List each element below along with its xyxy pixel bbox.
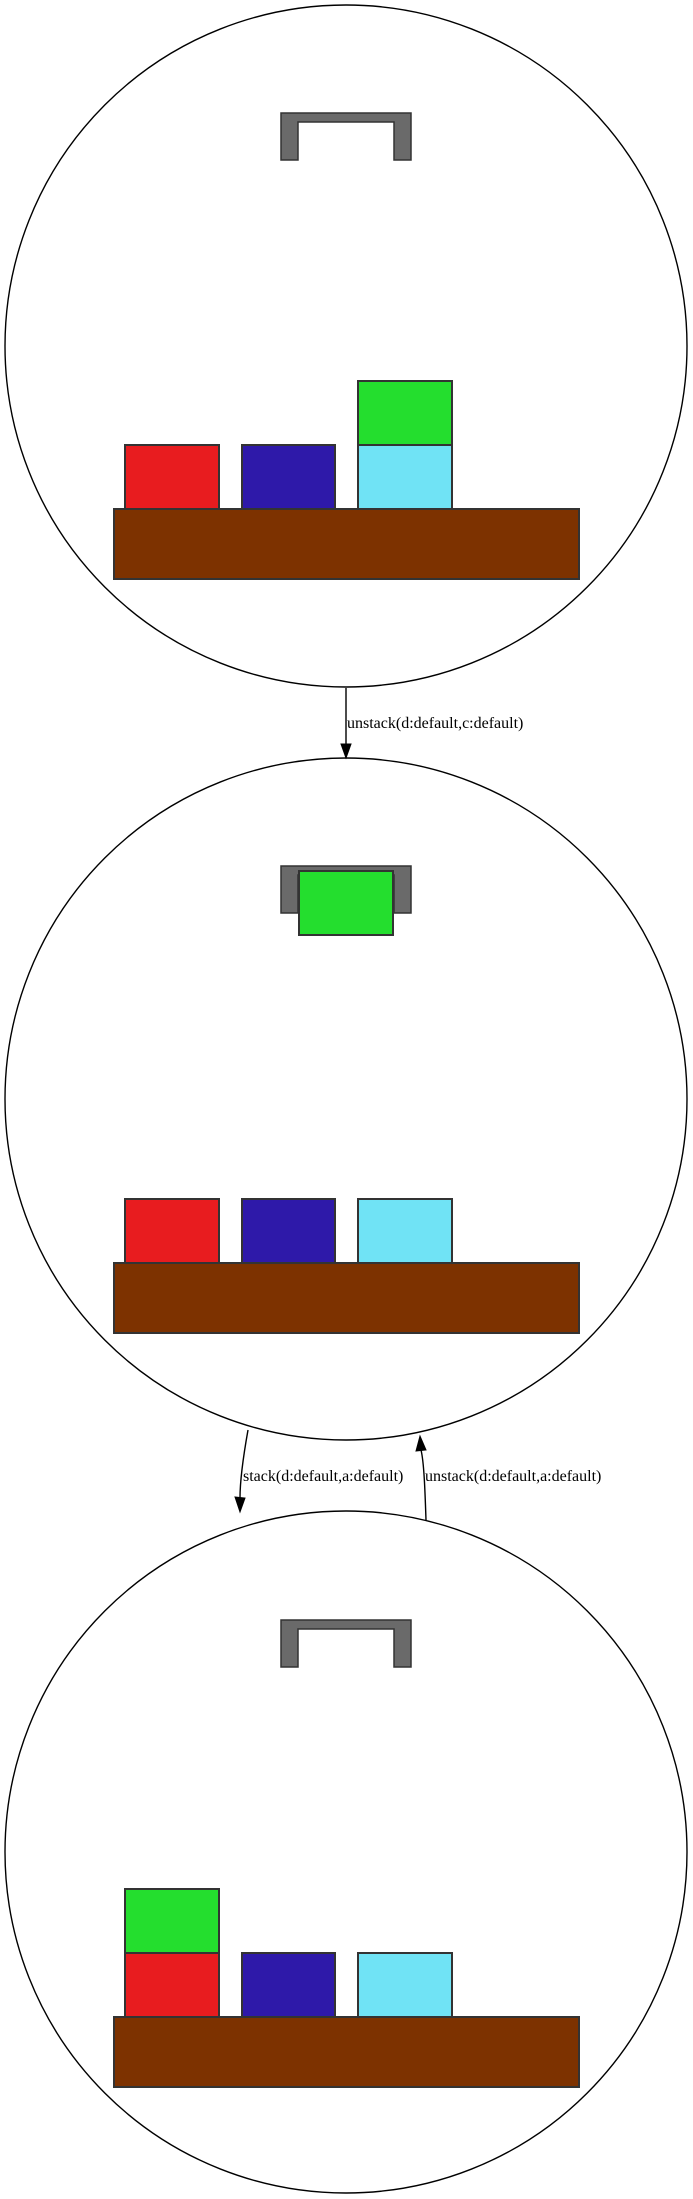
block-d-held xyxy=(298,870,394,936)
gripper-icon xyxy=(280,1619,412,1668)
block-b xyxy=(241,444,336,510)
table xyxy=(113,1262,580,1334)
block-b xyxy=(241,1952,336,2018)
state-circle xyxy=(4,757,688,1441)
block-a xyxy=(124,444,220,510)
table xyxy=(113,508,580,580)
edge-line xyxy=(420,1449,427,1521)
state-node-3 xyxy=(4,1510,688,2194)
block-a xyxy=(124,1952,220,2018)
block-b xyxy=(241,1198,336,1264)
edge-line xyxy=(239,1429,249,1499)
state-circle xyxy=(4,1510,688,2194)
block-d xyxy=(357,380,453,446)
arrowhead-icon xyxy=(340,743,352,760)
edge-label: unstack(d:default,a:default) xyxy=(425,1468,601,1485)
edge-label: stack(d:default,a:default) xyxy=(243,1468,403,1485)
block-c xyxy=(357,1952,453,2018)
edge-label: unstack(d:default,c:default) xyxy=(347,715,523,732)
state-node-2 xyxy=(4,757,688,1441)
block-a xyxy=(124,1198,220,1264)
edge-1: unstack(d:default,c:default) xyxy=(340,688,523,760)
edge-3: unstack(d:default,a:default) xyxy=(415,1434,601,1521)
block-d xyxy=(124,1888,220,1954)
state-node-1 xyxy=(4,4,688,688)
arrowhead-icon xyxy=(234,1496,246,1514)
table xyxy=(113,2016,580,2088)
gripper xyxy=(280,112,412,161)
gripper-icon xyxy=(280,112,412,161)
edge-2: stack(d:default,a:default) xyxy=(234,1429,403,1514)
block-c xyxy=(357,1198,453,1264)
block-c xyxy=(357,444,453,510)
arrowhead-icon xyxy=(415,1434,427,1452)
state-circle xyxy=(4,4,688,688)
